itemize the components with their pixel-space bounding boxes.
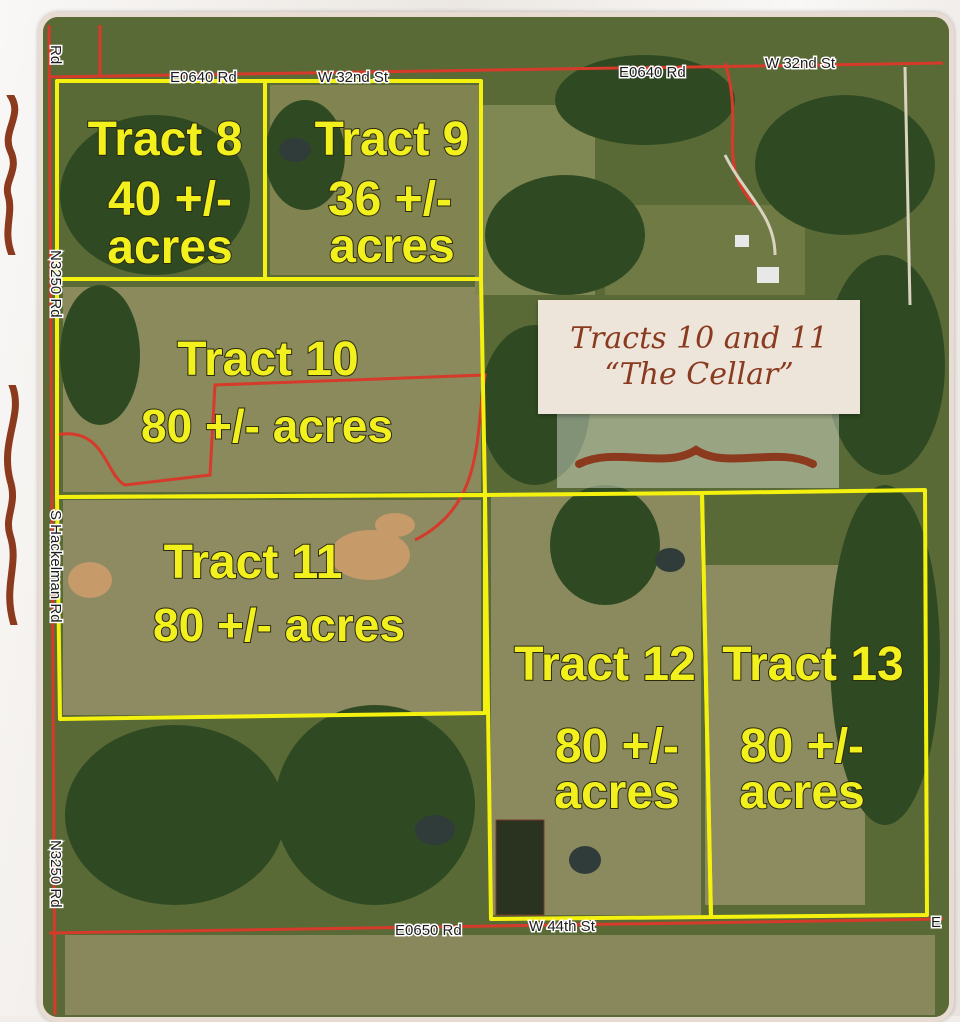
- tract-acreage-unit: acres: [329, 220, 454, 273]
- road-label: W 32nd St: [318, 69, 389, 86]
- tract-name: Tract 11: [164, 536, 343, 589]
- building: [735, 235, 749, 247]
- tract-acreage: 40 +/-: [108, 173, 232, 226]
- tract-name: Tract 9: [315, 113, 470, 166]
- tract-acreage-unit: acres: [107, 221, 232, 274]
- left-ornament-bottom: [4, 385, 19, 625]
- tract-9-label: Tract 9 36 +/- acres: [314, 112, 471, 274]
- callout-brace-ornament: [575, 445, 817, 468]
- tract-name: Tract 13: [722, 638, 903, 691]
- cellar-callout: Tracts 10 and 11 “The Cellar”: [538, 300, 860, 414]
- tract-name: Tract 8: [88, 113, 243, 166]
- road-label: E0650 Rd: [395, 922, 462, 939]
- road-label: Rd: [47, 45, 64, 64]
- tract-acreage: 80 +/- acres: [141, 400, 393, 452]
- tract-acreage: 36 +/-: [328, 173, 452, 226]
- road-label: E0640 Rd: [619, 64, 686, 81]
- callout-subtitle: “The Cellar”: [604, 357, 794, 392]
- tract-11-label: Tract 11 80 +/- acres: [152, 535, 406, 652]
- tract-12-label: Tract 12 80 +/- acres: [513, 637, 696, 820]
- tract-10-label: Tract 10 80 +/- acres: [140, 332, 394, 453]
- map-frame: E0640 Rd W 32nd St E0640 Rd W 32nd St E0…: [38, 12, 954, 1022]
- tract-11-boundary[interactable]: [55, 493, 487, 721]
- road-label: E0640 Rd: [170, 69, 237, 86]
- tract-name: Tract 10: [177, 333, 358, 386]
- callout-title: Tracts 10 and 11: [570, 321, 828, 356]
- field-tract-11: [63, 500, 481, 715]
- small-parcel: [495, 819, 545, 916]
- aerial-map[interactable]: E0640 Rd W 32nd St E0640 Rd W 32nd St E0…: [43, 17, 949, 1017]
- building: [757, 267, 779, 283]
- roads: [47, 24, 944, 1016]
- field-south: [65, 935, 935, 1015]
- road-label: N3250 Rd: [47, 250, 64, 318]
- tract-acreage: 80 +/-: [555, 720, 679, 773]
- road-label: W 44th St: [529, 918, 596, 935]
- road-label: W 32nd St: [765, 55, 836, 72]
- tract-name: Tract 12: [514, 638, 695, 691]
- road-label: N3250 Rd: [47, 840, 64, 908]
- ponds: [68, 138, 685, 874]
- road-label: E: [931, 914, 941, 931]
- tract-acreage-unit: acres: [739, 766, 864, 819]
- tract-13-label: Tract 13 80 +/- acres: [721, 637, 904, 820]
- dirt-roads: [723, 66, 912, 306]
- tract-8-label: Tract 8 40 +/- acres: [87, 112, 244, 275]
- tract-acreage: 80 +/- acres: [153, 599, 405, 651]
- tract-acreage-unit: acres: [554, 766, 679, 819]
- tract-acreage: 80 +/-: [740, 720, 864, 773]
- left-ornament-top: [3, 95, 19, 255]
- road-label: S Hackelman Rd: [47, 510, 64, 623]
- tract-13-boundary[interactable]: [700, 488, 929, 919]
